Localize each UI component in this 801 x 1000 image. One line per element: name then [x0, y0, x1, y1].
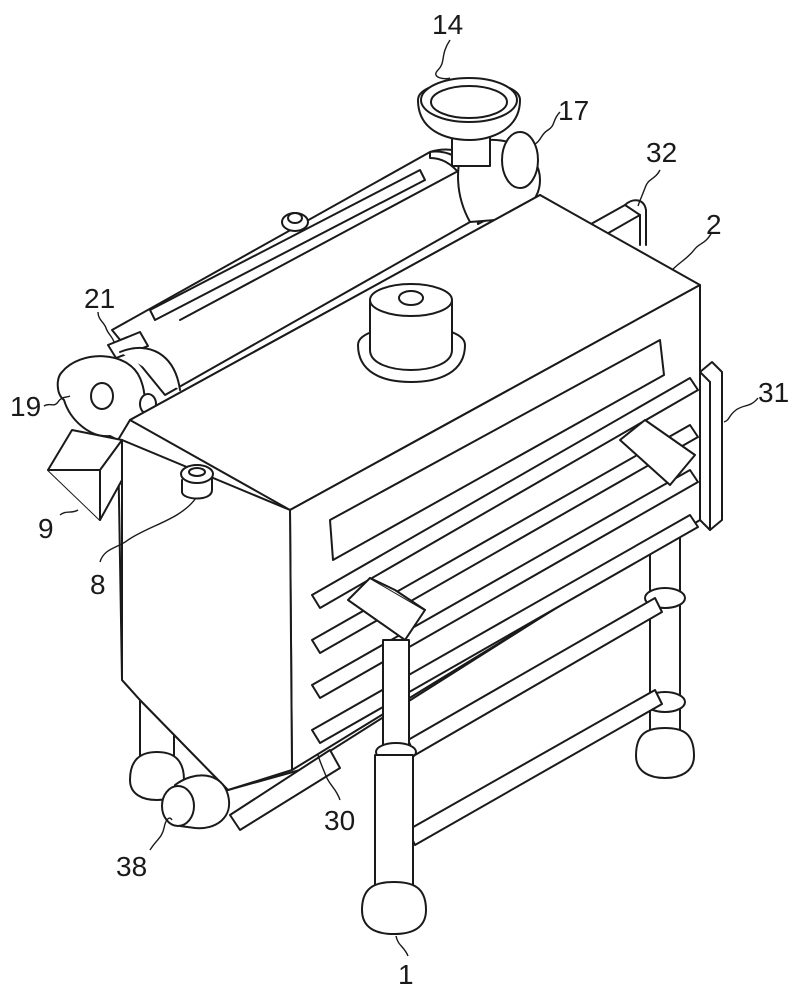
hopper: [47, 429, 123, 521]
top-port: [357, 283, 466, 383]
front-leg: [361, 639, 427, 935]
label-21: 21: [84, 283, 115, 314]
left-bracket: [347, 577, 426, 641]
label-32: 32: [646, 137, 677, 168]
funnel: [417, 77, 521, 167]
top-valve: [281, 212, 309, 232]
label-31: 31: [758, 377, 789, 408]
label-9: 9: [38, 513, 54, 544]
label-17: 17: [558, 95, 589, 126]
outlet-pipe: [161, 774, 231, 830]
label-38: 38: [116, 851, 147, 882]
label-30: 30: [324, 805, 355, 836]
label-14: 14: [432, 9, 463, 40]
right-bracket: [619, 419, 696, 486]
label-8: 8: [90, 569, 106, 600]
small-rod: [107, 331, 149, 359]
label-19: 19: [10, 391, 41, 422]
end-flange: [56, 346, 181, 441]
side-nozzle: [180, 464, 214, 500]
label-1: 1: [398, 959, 414, 990]
label-2: 2: [706, 209, 722, 240]
leader-lines: [43, 39, 759, 957]
part-labels: 14 17 32 2 21 19 31 9 8 30 38 1: [10, 9, 789, 990]
